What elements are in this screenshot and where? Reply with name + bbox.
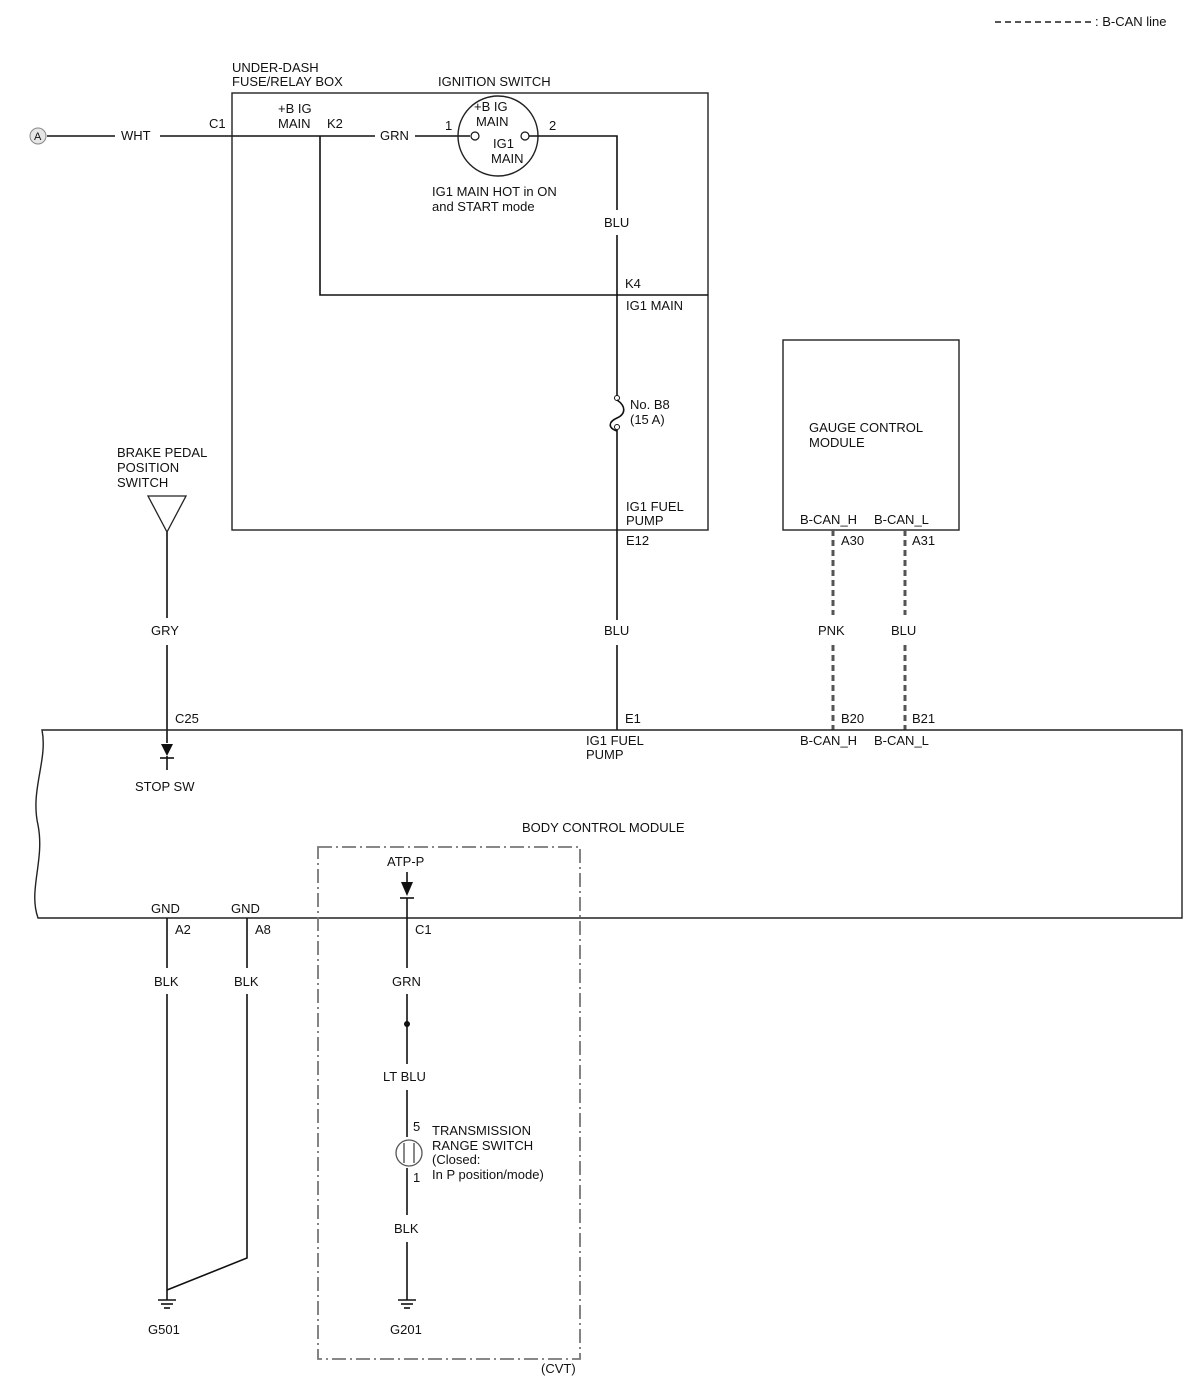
bcm-can-h: B-CAN_H [800,733,857,748]
fuse-box-ig1-fuel-2: PUMP [626,513,664,528]
brake-switch-title-1: BRAKE PEDAL [117,445,207,460]
wire-blk-trs-label: BLK [394,1221,419,1236]
wire-blu-top-1 [529,135,618,210]
wire-lt-blu-label: LT BLU [383,1069,426,1084]
wire-pnk-label: PNK [818,623,845,638]
gauge-pin-a30: A30 [841,533,864,548]
fuse-box-outline [231,92,709,531]
connector-a-label: A [34,131,42,143]
wire-blu-can-label: BLU [891,623,916,638]
bcm-stop-sw: STOP SW [135,779,195,794]
ignition-in-2: MAIN [476,114,509,129]
cvt-group-label: (CVT) [541,1361,576,1376]
ignition-pin2-label: 2 [549,118,556,133]
fuse-box-bus-2: MAIN [278,116,311,131]
trs-title-1: TRANSMISSION [432,1123,531,1138]
bcm-can-l: B-CAN_L [874,733,929,748]
bcm-gnd-1: GND [151,901,180,916]
ignition-in-1: +B IG [474,99,508,114]
trs-title-2: RANGE SWITCH [432,1138,533,1153]
wire-splice-dot [404,1021,410,1027]
gauge-pin-a31: A31 [912,533,935,548]
ignition-note-2: and START mode [432,199,535,214]
bcm-pin-e1: E1 [625,711,641,726]
atp-arrow [401,882,413,896]
ignition-pin1-contact [470,131,480,141]
bcm-ig1-fuel-1: IG1 FUEL [586,733,644,748]
trs-pin5: 5 [413,1119,420,1134]
gauge-can-h: B-CAN_H [800,512,857,527]
fuse-box-pin-k2: K2 [327,116,343,131]
gauge-module-title-1: GAUGE CONTROL [809,420,923,435]
legend-label: : B-CAN line [1095,14,1167,29]
ignition-out-2: MAIN [491,151,524,166]
connector-a-symbol [29,127,47,145]
fuse-terminal-bottom [614,424,620,430]
fuse-box-title-2: FUSE/RELAY BOX [232,74,343,89]
wire-blu-top-label: BLU [604,215,629,230]
fuse-box-internal-bus [319,136,708,296]
fuse-box-bus-1: +B IG [278,101,312,116]
bcm-pin-c25: C25 [175,711,199,726]
bcm-title: BODY CONTROL MODULE [522,820,685,835]
ignition-note-1: IG1 MAIN HOT in ON [432,184,557,199]
trs-title-4: In P position/mode) [432,1167,544,1182]
bcm-pin-a8: A8 [255,922,271,937]
gauge-module-outline [782,339,960,531]
ignition-out-1: IG1 [493,136,514,151]
bcm-outline [34,729,1183,919]
fuse-box-title-1: UNDER-DASH [232,60,319,75]
fuse-label-2: (15 A) [630,412,665,427]
wire-gry-label: GRY [151,623,179,638]
wire-grn-c1-label: GRN [392,974,421,989]
fuse-box-ig1-main: IG1 MAIN [626,298,683,313]
ignition-pin2-contact [520,131,530,141]
ground-g501-label: G501 [148,1322,180,1337]
fuse-box-ig1-fuel-1: IG1 FUEL [626,499,684,514]
ignition-pin1-label: 1 [445,118,452,133]
fuse-b8-symbol [609,399,625,432]
trs-pin1: 1 [413,1170,420,1185]
bcm-atp-p: ATP-P [387,854,424,869]
bcm-pin-c1: C1 [415,922,432,937]
bcm-pin-a2: A2 [175,922,191,937]
gauge-can-l: B-CAN_L [874,512,929,527]
fuse-box-pin-c1: C1 [209,116,226,131]
bcm-gnd-2: GND [231,901,260,916]
wire-blu-mid-label: BLU [604,623,629,638]
fuse-label-1: No. B8 [630,397,670,412]
bcm-ig1-fuel-2: PUMP [586,747,624,762]
trs-title-3: (Closed: [432,1152,480,1167]
wire-grn-top-label: GRN [380,128,409,143]
stop-sw-arrow [161,744,173,756]
wire-blk-a2-label: BLK [154,974,179,989]
fuse-box-pin-e12: E12 [626,533,649,548]
wire-blk-a8-label: BLK [234,974,259,989]
wire-blk-a8-2 [166,994,248,1291]
trs-symbol-body [395,1139,423,1167]
ignition-switch-title: IGNITION SWITCH [438,74,551,89]
ground-g201-label: G201 [390,1322,422,1337]
brake-switch-symbol [146,495,188,534]
bcm-pin-b20: B20 [841,711,864,726]
bcm-pin-b21: B21 [912,711,935,726]
fuse-box-pin-k4: K4 [625,276,641,291]
brake-switch-title-2: POSITION [117,460,179,475]
brake-switch-title-3: SWITCH [117,475,168,490]
gauge-module-title-2: MODULE [809,435,865,450]
fuse-terminal-top [614,395,620,401]
wire-wht-label: WHT [121,128,151,143]
cvt-group-outline [317,846,581,1360]
